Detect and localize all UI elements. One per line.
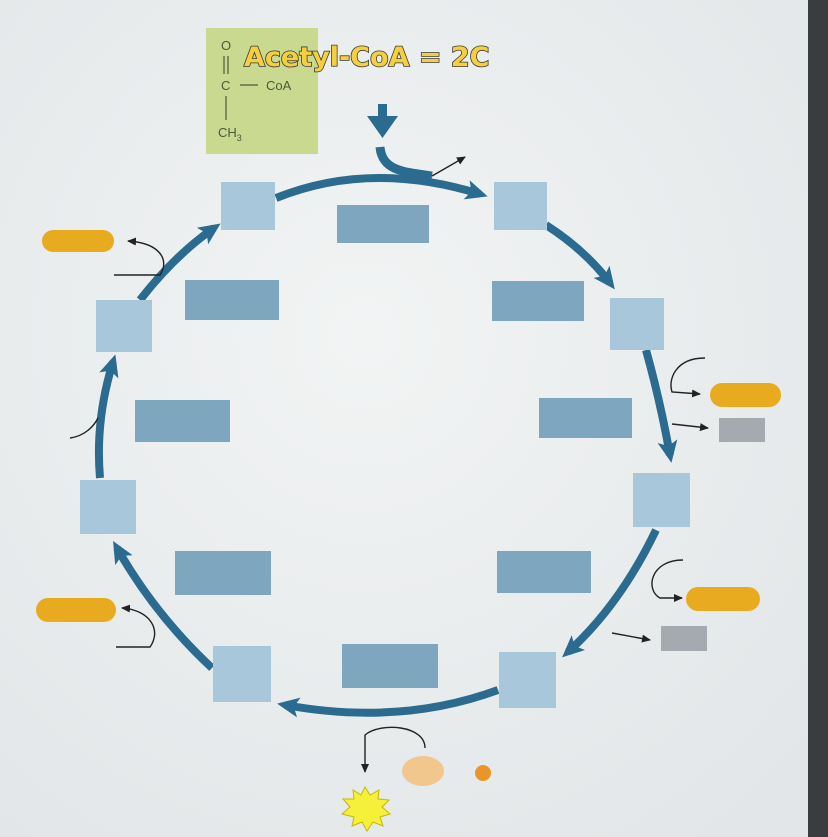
intermediate-box-1 xyxy=(221,182,275,230)
branch-right-2b xyxy=(611,632,651,643)
cycle-arrows xyxy=(94,173,678,718)
cycle-arrow-4 xyxy=(562,528,660,658)
phosphate-dot xyxy=(475,765,491,781)
intermediate-box-7 xyxy=(80,480,136,534)
substrate-oval xyxy=(402,756,444,786)
page-edge xyxy=(808,0,828,837)
intermediate-box-5 xyxy=(499,652,556,708)
cycle-arrow-1 xyxy=(274,173,488,202)
gray-carrier-right-2 xyxy=(661,626,707,651)
branch-lower-left xyxy=(116,604,156,648)
step-label-4 xyxy=(497,551,591,593)
step-label-2 xyxy=(492,281,584,321)
cycle-arrow-5 xyxy=(277,686,500,718)
branch-right-2 xyxy=(651,559,684,602)
structure-coa: CoA xyxy=(266,78,292,93)
intermediate-box-8 xyxy=(96,300,152,352)
intermediate-boxes xyxy=(80,182,690,708)
intermediate-box-3 xyxy=(610,298,664,350)
intermediate-box-6 xyxy=(213,646,271,702)
step-label-3 xyxy=(539,398,632,438)
step-label-1 xyxy=(337,205,429,243)
carrier-lower-left xyxy=(36,598,116,622)
cycle-arrow-3 xyxy=(642,348,678,463)
cycle-arrow-8 xyxy=(136,223,221,303)
title-acetyl-coa: Acetyl-CoA = 2C xyxy=(244,42,489,73)
intermediate-box-4 xyxy=(633,473,690,527)
branch-upper-left xyxy=(114,237,165,276)
structure-carbon: C xyxy=(221,78,230,93)
cycle-arrow-6 xyxy=(113,541,215,671)
carriers xyxy=(36,230,781,832)
structure-background xyxy=(206,28,318,154)
branch-right-1b xyxy=(671,423,709,432)
cycle-arrow-7 xyxy=(94,354,119,479)
branch-left-mid xyxy=(69,417,99,439)
structure-oxygen: O xyxy=(221,38,231,53)
step-label-8 xyxy=(185,280,279,320)
carrier-upper-left xyxy=(42,230,114,252)
gray-carrier-right-1 xyxy=(719,418,765,442)
carrier-right-2 xyxy=(686,587,760,611)
intermediate-box-2 xyxy=(494,182,547,230)
carrier-right-1 xyxy=(710,383,781,407)
branch-bottom xyxy=(361,726,426,773)
branch-right-1 xyxy=(670,357,706,398)
cycle-arrow-2 xyxy=(543,221,615,290)
structure-methyl: CH3 xyxy=(218,125,242,143)
step-label-7 xyxy=(135,400,230,442)
acetyl-coa-structure: O C CoA CH3 xyxy=(206,28,318,154)
step-label-5 xyxy=(342,644,438,688)
step-label-6 xyxy=(175,551,271,595)
step-labels xyxy=(135,205,632,688)
branch-arrows xyxy=(69,237,709,773)
acetyl-coa-entry-arrow xyxy=(367,104,466,181)
energy-starburst xyxy=(340,785,392,832)
